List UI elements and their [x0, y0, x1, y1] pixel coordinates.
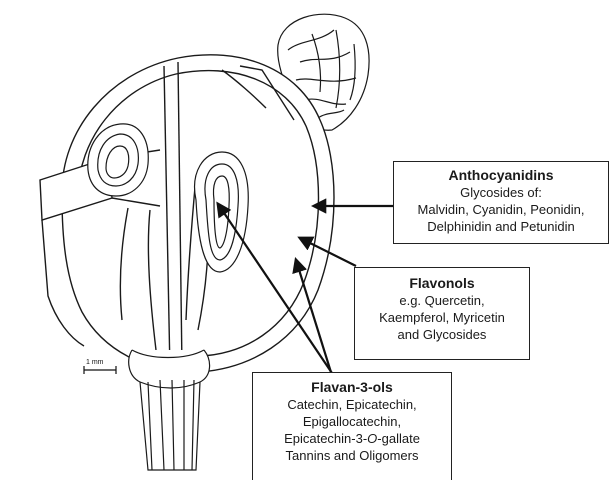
- label-line: e.g. Quercetin,: [355, 292, 529, 309]
- label-title: Flavonols: [355, 275, 529, 292]
- label-anthocyanidins: Anthocyanidins Glycosides of: Malvidin, …: [393, 161, 609, 244]
- label-italic-o: O: [367, 431, 377, 446]
- label-title: Flavan-3-ols: [253, 379, 451, 396]
- label-line: Delphinidin and Petunidin: [394, 218, 608, 235]
- label-line: Malvidin, Cyanidin, Peonidin,: [394, 201, 608, 218]
- label-line: and Glycosides: [355, 326, 529, 343]
- label-title: Anthocyanidins: [394, 167, 608, 184]
- label-line: Catechin, Epicatechin,: [253, 396, 451, 413]
- label-flavonols: Flavonols e.g. Quercetin, Kaempferol, My…: [354, 267, 530, 360]
- scale-bar: [84, 366, 116, 374]
- pedicel: [129, 350, 210, 470]
- scale-bar-label: 1 mm: [86, 359, 104, 366]
- label-text: Epicatechin-3-: [284, 431, 367, 446]
- label-line: Kaempferol, Myricetin: [355, 309, 529, 326]
- label-line: Tannins and Oligomers: [253, 447, 451, 464]
- label-line: Glycosides of:: [394, 184, 608, 201]
- berry-outline: [40, 55, 334, 372]
- label-flavan-3-ols: Flavan-3-ols Catechin, Epicatechin, Epig…: [252, 372, 452, 480]
- label-text: -gallate: [377, 431, 420, 446]
- label-line: Epicatechin-3-O-gallate: [253, 430, 451, 447]
- label-line: Epigallocatechin,: [253, 413, 451, 430]
